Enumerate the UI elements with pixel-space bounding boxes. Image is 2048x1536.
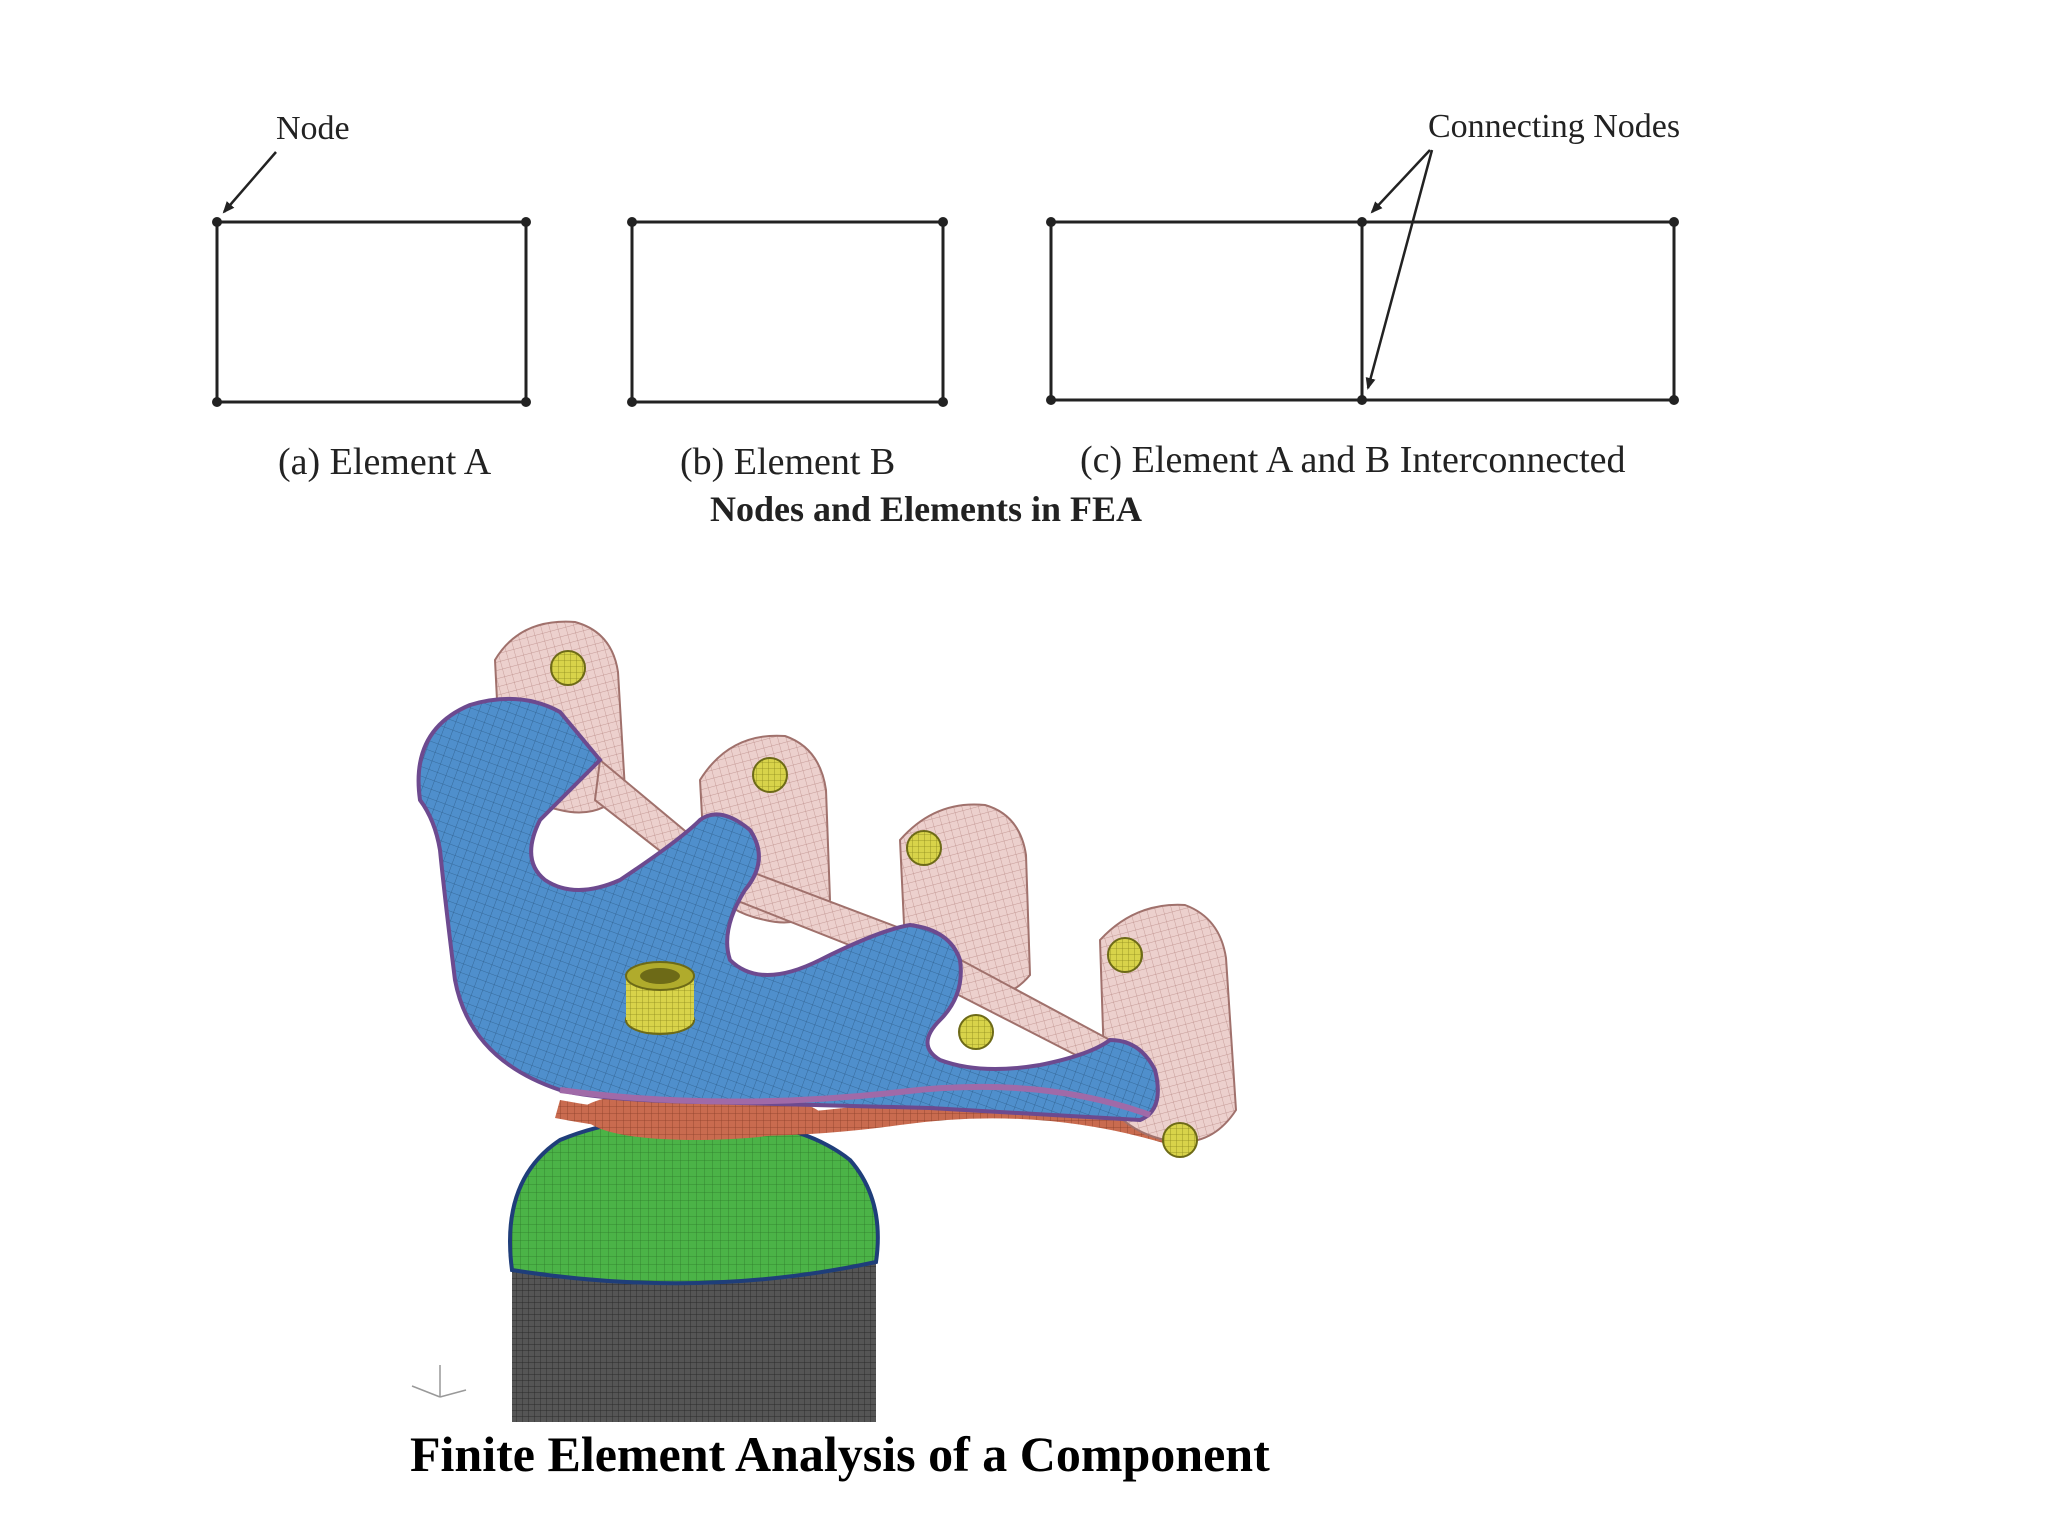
axis-triad-icon [411, 1365, 467, 1398]
sensor-boss [625, 961, 695, 1035]
node-point [938, 397, 948, 407]
node-point [212, 397, 222, 407]
diagram-title: Nodes and Elements in FEA [710, 489, 1143, 529]
node-point [938, 217, 948, 227]
node-point [521, 217, 531, 227]
node-point [1046, 217, 1056, 227]
element-b [627, 217, 948, 407]
connecting-node-point [1357, 217, 1367, 227]
node-point [1046, 395, 1056, 405]
pipe-body [512, 1262, 876, 1422]
flange-bolts [550, 650, 1198, 1158]
caption-element-b: (b) Element B [680, 441, 896, 483]
element-ab-interconnected [1046, 217, 1679, 405]
converter-cone [508, 1115, 880, 1286]
node-point [627, 397, 637, 407]
connecting-node-point [1357, 395, 1367, 405]
node-point [627, 217, 637, 227]
nodes-elements-diagram [212, 149, 1679, 407]
node-label: Node [276, 110, 350, 147]
node-point [212, 217, 222, 227]
component-title: Finite Element Analysis of a Component [410, 1426, 1270, 1482]
node-point [1669, 217, 1679, 227]
node-point [1669, 395, 1679, 405]
connecting-nodes-label: Connecting Nodes [1428, 108, 1681, 145]
manifold-rim [559, 1083, 1152, 1118]
connecting-arrow-top [1370, 149, 1431, 214]
connecting-arrow-bottom [1365, 149, 1434, 390]
caption-element-a: (a) Element A [278, 441, 492, 483]
node-point [521, 397, 531, 407]
node-arrow [222, 151, 277, 214]
caption-element-ab: (c) Element A and B Interconnected [1080, 439, 1626, 481]
element-a [212, 217, 531, 407]
fea-mesh-illustration [411, 620, 1238, 1422]
